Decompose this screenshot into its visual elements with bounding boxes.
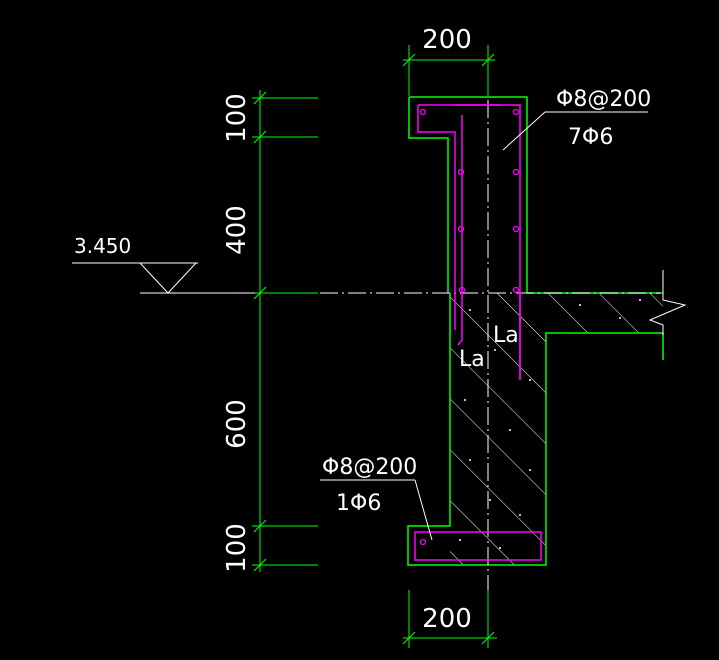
rebar <box>414 104 542 561</box>
anchorage-label-1: La <box>493 323 519 348</box>
dim-vertical-2: 400 <box>222 205 252 255</box>
aggregate-dots <box>459 299 641 549</box>
elevation-value: 3.450 <box>74 234 131 258</box>
dimension-lines <box>252 45 497 648</box>
top-longitudinal-label: 7Φ6 <box>568 125 613 150</box>
bottom-stirrup-label: Φ8@200 <box>322 455 417 480</box>
rebar-dots <box>419 108 520 546</box>
center-lines <box>320 100 660 600</box>
concrete-section <box>450 293 663 565</box>
bottom-longitudinal-label: 1Φ6 <box>336 491 381 516</box>
top-stirrup-label: Φ8@200 <box>556 87 651 112</box>
break-symbol <box>648 270 687 335</box>
dim-bottom-width: 200 <box>422 604 472 634</box>
elevation-marker <box>72 262 255 294</box>
dim-vertical-4: 100 <box>222 523 252 573</box>
dim-vertical-1: 100 <box>222 93 252 143</box>
dim-top-width: 200 <box>422 25 472 55</box>
anchorage-label-2: La <box>459 347 485 372</box>
dim-vertical-3: 600 <box>222 399 252 449</box>
leader-lines <box>320 111 648 541</box>
